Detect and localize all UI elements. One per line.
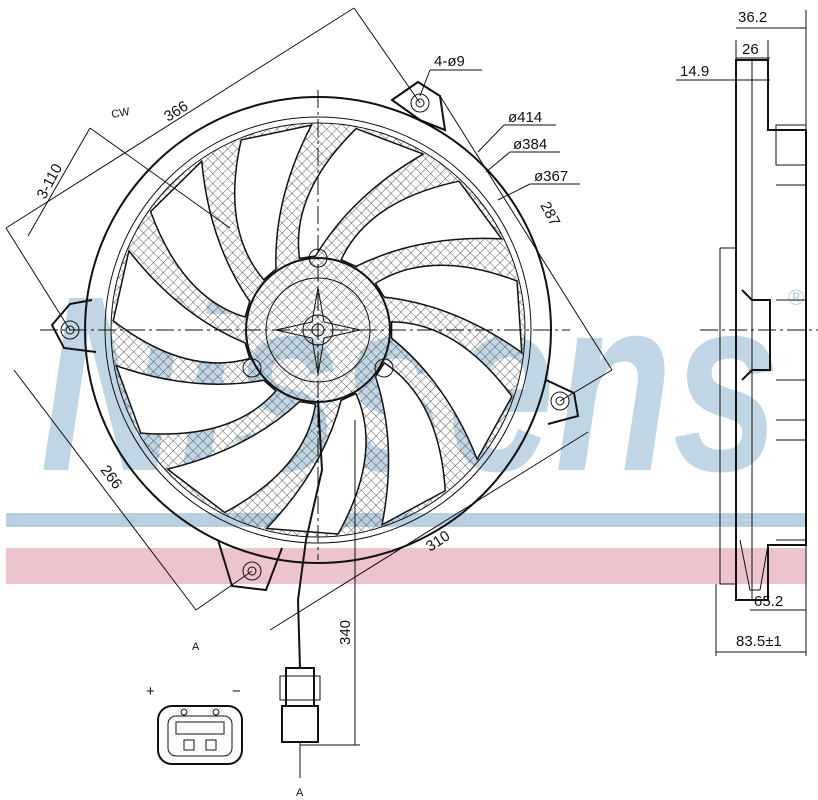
watermark-registered-mark: ® bbox=[788, 285, 804, 310]
fan-front-view bbox=[40, 80, 580, 669]
connector-face-view: + − bbox=[146, 683, 243, 765]
view-a-top-label: A bbox=[192, 641, 200, 653]
fan-blades bbox=[112, 124, 523, 535]
mount-lug-bottom bbox=[217, 539, 283, 592]
diameter-367-label: ø367 bbox=[534, 168, 568, 185]
fan-blade bbox=[112, 249, 251, 364]
motor-mount-right bbox=[374, 358, 394, 378]
fan-blade bbox=[149, 159, 251, 319]
fan-blade bbox=[233, 124, 313, 281]
watermark-blue-band bbox=[6, 513, 806, 527]
watermark-red-band bbox=[6, 548, 806, 584]
connector-plug: A A bbox=[192, 641, 321, 799]
fan-blade bbox=[374, 361, 447, 527]
dim-36-2-label: 36.2 bbox=[738, 9, 767, 26]
dim-287-label: 287 bbox=[536, 199, 563, 229]
fan-blade bbox=[165, 400, 317, 514]
power-cable bbox=[296, 399, 324, 669]
dim-65-2-label: 65.2 bbox=[754, 593, 783, 610]
cw-label: CW bbox=[110, 106, 131, 121]
fan-blade bbox=[264, 392, 367, 535]
diameter-384-label: ø384 bbox=[513, 136, 547, 153]
fan-blade bbox=[297, 127, 426, 260]
dim-340-label: 340 bbox=[337, 620, 354, 645]
dim-3-110-label: 3-110 bbox=[34, 161, 67, 202]
minus-terminal-label: − bbox=[232, 683, 241, 700]
fan-blade bbox=[114, 364, 278, 435]
fan-blade bbox=[340, 180, 504, 268]
view-a-bottom-label: A bbox=[296, 787, 304, 799]
holes-label: 4-ø9 bbox=[434, 53, 465, 70]
fan-blade bbox=[374, 264, 523, 355]
dim-366-label: 366 bbox=[161, 98, 191, 126]
dim-14-9-label: 14.9 bbox=[680, 63, 709, 80]
motor-mount-left bbox=[242, 358, 262, 378]
fan-side-view: 36.2 26 14.9 65.2 83.5±1 bbox=[676, 9, 818, 656]
dimensions-front: 366 CW 3-110 287 266 310 340 ø414 ø384 ø… bbox=[5, 7, 613, 746]
plus-terminal-label: + bbox=[146, 683, 155, 700]
dim-26-label: 26 bbox=[742, 41, 759, 58]
dim-83-5-label: 83.5±1 bbox=[736, 633, 782, 650]
diameter-414-label: ø414 bbox=[508, 109, 542, 126]
mount-lug-right bbox=[545, 379, 580, 425]
mount-lug-top bbox=[390, 80, 447, 132]
